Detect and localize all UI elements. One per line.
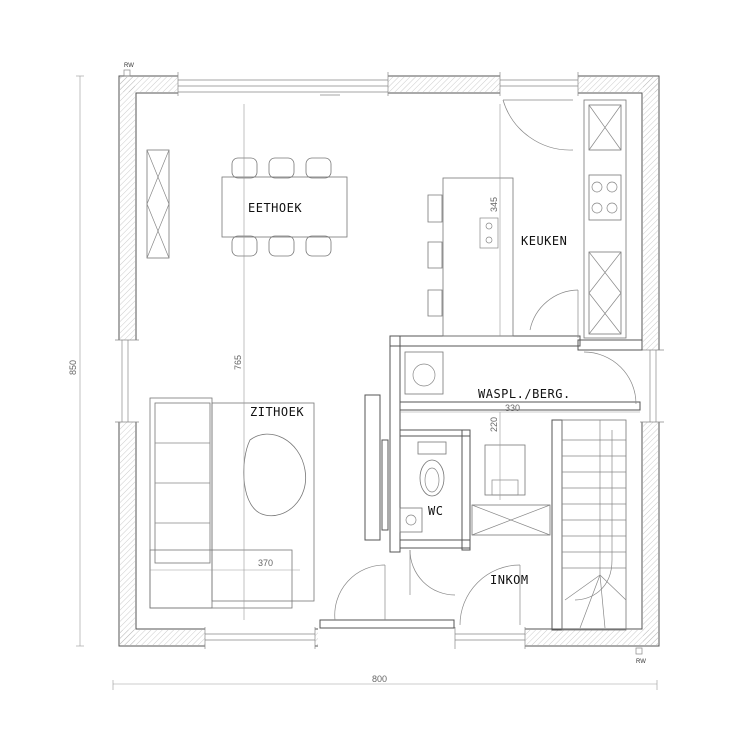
staircase: [561, 419, 627, 631]
kitchen-island: [427, 177, 514, 337]
dim-overall-height: 850: [68, 360, 78, 375]
boiler: [484, 444, 526, 496]
outer-walls: [115, 72, 664, 650]
room-label-eethoek: EETHOEK: [248, 201, 302, 215]
dim-zithoek-width: 370: [258, 558, 273, 568]
dim-living-height: 765: [233, 355, 243, 370]
room-label-waspl: WASPL./BERG.: [478, 387, 571, 401]
room-label-inkom: INKOM: [490, 573, 529, 587]
cabinet: [146, 149, 170, 259]
shelf: [471, 504, 551, 536]
dimension-lines: [76, 75, 658, 690]
svg-text:RW: RW: [124, 63, 134, 69]
dim-island-height: 345: [489, 197, 499, 212]
rw-marker-bottom: RW: [635, 647, 646, 665]
sofa: [149, 397, 315, 609]
dim-waspl-width: 330: [505, 403, 520, 413]
room-label-keuken: KEUKEN: [521, 234, 567, 248]
dim-waspl-height: 220: [489, 417, 499, 432]
svg-text:RW: RW: [636, 659, 646, 665]
kitchen-counter: [583, 99, 627, 339]
doors: [334, 99, 637, 626]
interior-walls: [364, 335, 643, 631]
washing-machine: [404, 351, 444, 395]
dim-overall-width: 800: [372, 674, 387, 684]
toilet: [399, 441, 447, 533]
room-label-wc: WC: [428, 504, 443, 518]
dining-table: [221, 157, 348, 257]
room-label-zithoek: ZITHOEK: [250, 405, 304, 419]
rw-marker-top: RW: [123, 63, 134, 77]
